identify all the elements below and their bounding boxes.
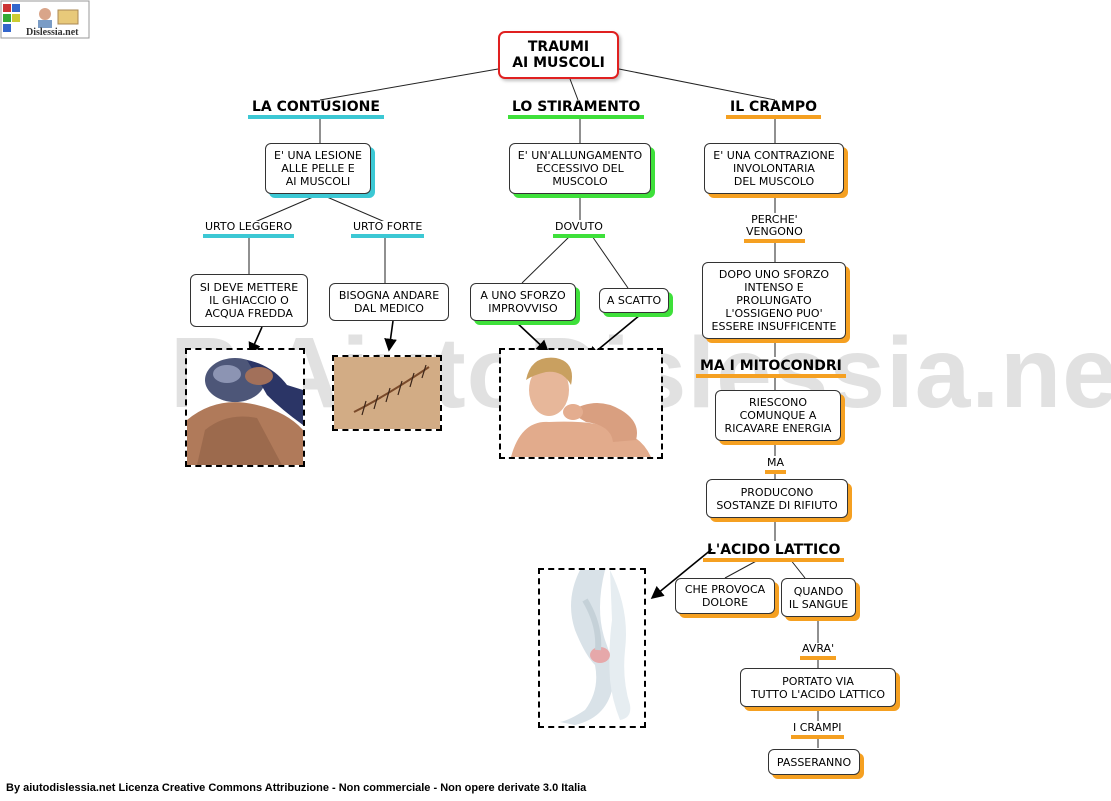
box-causa-ossigeno: DOPO UNO SFORZO INTENSO E PROLUNGATO L'O… <box>702 262 846 339</box>
contusione-definition: E' UNA LESIONE ALLE PELLE E AI MUSCOLI <box>265 143 371 194</box>
link-dovuto: DOVUTO <box>553 221 605 238</box>
box-ricavare-energia: RIESCONO COMUNQUE A RICAVARE ENERGIA <box>715 390 841 441</box>
heading-crampo: IL CRAMPO <box>726 99 821 119</box>
license-footer[interactable]: By aiutodislessia.net Licenza Creative C… <box>6 782 587 794</box>
logo-text: Dislessia.net <box>26 27 79 38</box>
map-title: TRAUMI AI MUSCOLI <box>498 31 619 79</box>
link-urto-forte: URTO FORTE <box>351 221 425 238</box>
photo-leg-cramp <box>538 568 646 728</box>
link-urto-leggero: URTO LEGGERO <box>203 221 295 238</box>
link-perche-vengono: PERCHE' VENGONO <box>744 214 805 243</box>
photo-neck-pain <box>499 348 663 459</box>
box-ghiaccio: SI DEVE METTERE IL GHIACCIO O ACQUA FRED… <box>190 274 308 327</box>
box-quando-sangue: QUANDO IL SANGUE <box>781 578 856 617</box>
heading-acido-lattico: L'ACIDO LATTICO <box>703 542 845 562</box>
box-sostanze-rifiuto: PRODUCONO SOSTANZE DI RIFIUTO <box>706 479 848 518</box>
site-logo[interactable]: Dislessia.net <box>0 0 90 40</box>
link-i-crampi: I CRAMPI <box>791 722 844 739</box>
link-ma: MA <box>765 457 787 474</box>
heading-stiramento: LO STIRAMENTO <box>508 99 645 119</box>
stiramento-definition: E' UN'ALLUNGAMENTO ECCESSIVO DEL MUSCOLO <box>509 143 651 194</box>
heading-contusione: LA CONTUSIONE <box>248 99 384 119</box>
crampo-definition: E' UNA CONTRAZIONE INVOLONTARIA DEL MUSC… <box>704 143 844 194</box>
box-sforzo-improvviso: A UNO SFORZO IMPROVVISO <box>470 283 576 321</box>
photo-stitches <box>332 355 442 431</box>
link-avra: AVRA' <box>800 643 837 660</box>
box-portato-via: PORTATO VIA TUTTO L'ACIDO LATTICO <box>740 668 896 707</box>
photo-ice-on-knee <box>185 348 305 467</box>
box-scatto: A SCATTO <box>599 288 669 313</box>
heading-mitocondri: MA I MITOCONDRI <box>696 358 846 378</box>
logo-graphic <box>0 0 90 39</box>
box-medico: BISOGNA ANDARE DAL MEDICO <box>329 283 449 321</box>
box-provoca-dolore: CHE PROVOCA DOLORE <box>675 578 775 614</box>
box-passeranno: PASSERANNO <box>768 749 860 775</box>
